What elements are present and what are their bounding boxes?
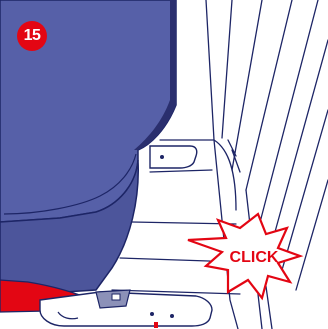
step-number-badge: 15 (17, 21, 47, 51)
click-label: CLICK (230, 249, 279, 266)
click-callout: CLICK (188, 214, 300, 298)
isofix-anchor-upper (150, 146, 197, 168)
